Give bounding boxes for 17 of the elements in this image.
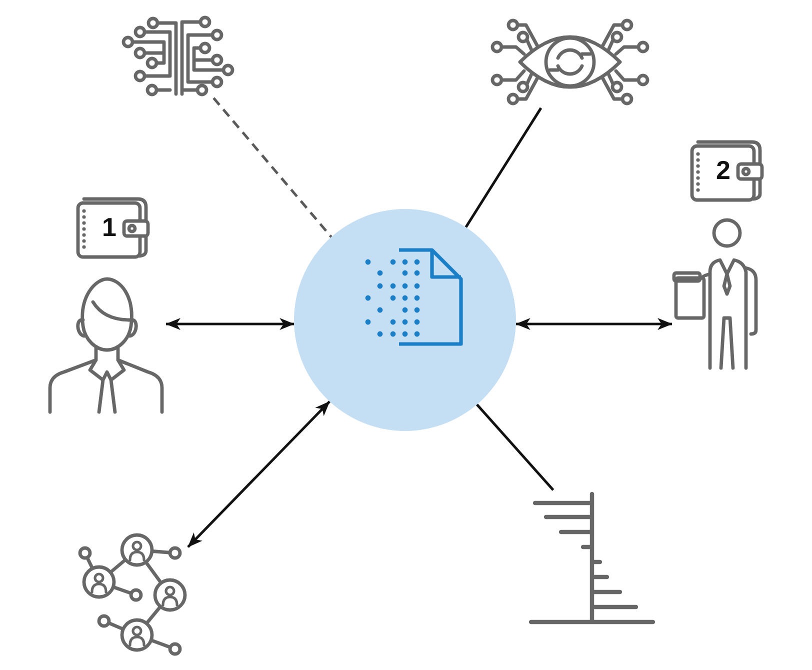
person-bust-icon [46,276,166,416]
people-network-icon [78,532,188,656]
hub-circle [294,209,516,431]
bar-chart-icon [528,490,656,626]
wallet-number: 2 [716,157,730,183]
wallet [690,140,766,202]
circuit-chip-icon [120,14,236,98]
connector-line [476,404,554,491]
double-headed-arrow [187,400,331,548]
double-headed-arrow [515,318,672,330]
double-headed-arrow [166,318,295,330]
wallet-number: 1 [102,214,116,240]
circuit-eye-icon [490,18,650,108]
connector-line [464,107,542,228]
person-with-clipboard-icon [672,218,758,370]
dashed-line [212,97,332,238]
wallet [76,197,152,259]
